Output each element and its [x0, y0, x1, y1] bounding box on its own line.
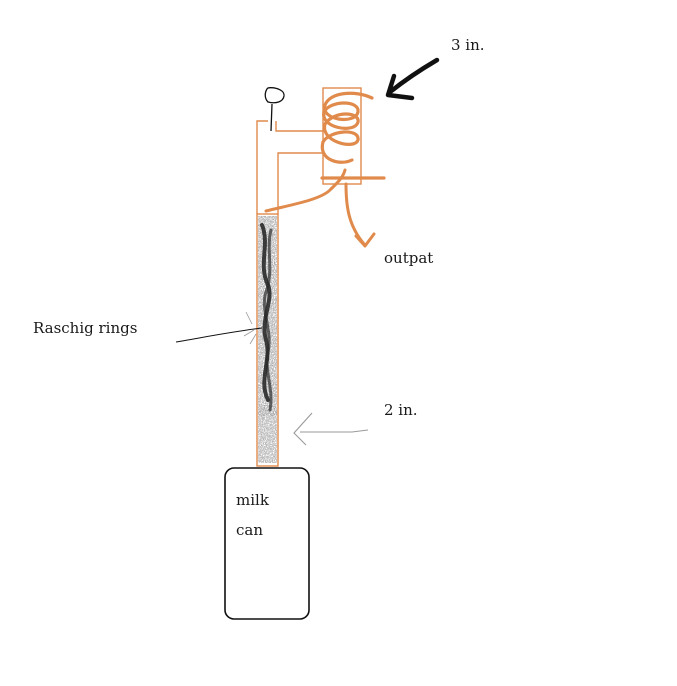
top-dimension-arrow — [385, 57, 440, 101]
column-dimension-label: 2 in. — [384, 401, 418, 419]
raschig-pointer — [175, 327, 263, 343]
milk-can-label-line2: can — [236, 521, 264, 539]
top-dimension-label: 3 in. — [451, 36, 485, 54]
packing-label: Raschig rings — [33, 319, 138, 337]
packed-column — [256, 213, 279, 467]
coil-to-column — [264, 168, 347, 213]
output-label: outpat — [384, 249, 434, 267]
condenser — [264, 87, 386, 248]
milk-can — [224, 467, 310, 620]
raschig-ring-packing — [258, 216, 277, 463]
still-head — [256, 120, 323, 214]
column-dimension-arrow — [293, 412, 369, 446]
milk-can-label-line1: milk — [236, 491, 269, 509]
condenser-coil — [320, 91, 386, 180]
raschig-pointer-sketch — [243, 311, 257, 345]
output-line — [344, 182, 376, 248]
thermometer — [264, 87, 285, 132]
